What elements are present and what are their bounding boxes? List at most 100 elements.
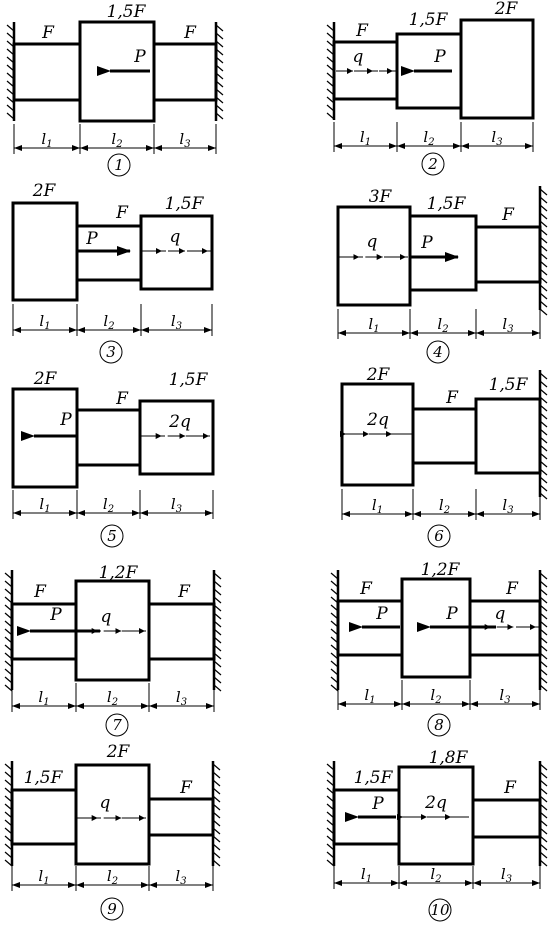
- area-label: 1,8F: [429, 748, 469, 768]
- load-label: 2q: [424, 793, 447, 813]
- bar-segment: [10, 788, 78, 846]
- bar-segment: [474, 225, 542, 284]
- bar-segment: [397, 765, 475, 866]
- scheme-number: 5: [107, 527, 117, 545]
- bar-segment: [474, 397, 542, 475]
- bar-segment: [336, 205, 412, 307]
- area-label: F: [503, 778, 517, 798]
- area-label: 1,5F: [24, 768, 64, 788]
- bar-segment: [471, 798, 542, 839]
- force-label: P: [133, 47, 146, 67]
- load-label: q: [495, 604, 506, 624]
- scheme-number-circle: [107, 153, 131, 177]
- scheme-number-circle: [427, 713, 451, 737]
- length-label: l3: [502, 315, 513, 335]
- area-label: 2F: [494, 0, 519, 19]
- force-label: P: [420, 233, 433, 253]
- area-label: F: [115, 203, 129, 223]
- scheme-number: 6: [434, 527, 444, 545]
- force-label: P: [49, 605, 62, 625]
- area-label: 3F: [369, 187, 393, 207]
- area-label: 1,5F: [354, 768, 394, 788]
- load-label: 2q: [366, 410, 389, 430]
- area-label: 2F: [106, 742, 131, 762]
- bar-segment: [74, 763, 151, 866]
- scheme-number-circle: [99, 340, 123, 364]
- scheme-number: 9: [107, 900, 117, 918]
- length-label: l2: [103, 495, 114, 515]
- length-label: l3: [179, 130, 190, 150]
- length-label: l3: [499, 686, 510, 706]
- load-label: q: [353, 47, 364, 67]
- area-label: F: [355, 21, 369, 41]
- length-label: l3: [491, 128, 502, 148]
- force-label: P: [433, 47, 446, 67]
- load-label: 2q: [168, 412, 191, 432]
- length-label: l1: [360, 128, 371, 148]
- bar-segment: [147, 602, 216, 661]
- scheme-number-circle: [100, 524, 124, 548]
- area-label: 1,2F: [99, 563, 139, 583]
- length-label: l1: [364, 686, 375, 706]
- force-label: P: [445, 604, 458, 624]
- length-label: l1: [39, 312, 50, 332]
- bar-segment: [408, 214, 478, 292]
- area-label: F: [179, 778, 193, 798]
- length-label: l3: [171, 495, 182, 515]
- length-label: l3: [171, 312, 182, 332]
- scheme-number: 8: [434, 716, 444, 734]
- bar-segment: [411, 407, 478, 465]
- area-label: 1,5F: [107, 2, 147, 22]
- area-label: F: [115, 389, 129, 409]
- scheme-number-circle: [426, 340, 450, 364]
- scheme-number-circle: [428, 898, 452, 922]
- length-label: l1: [38, 688, 49, 708]
- length-label: l2: [103, 312, 114, 332]
- area-label: 1,5F: [169, 370, 209, 390]
- bar-segment: [138, 399, 215, 476]
- area-label: 1,5F: [489, 375, 529, 395]
- area-label: 2F: [33, 369, 58, 389]
- area-label: 1,2F: [421, 560, 461, 580]
- load-label: q: [170, 227, 181, 247]
- scheme-number-circle: [427, 524, 451, 548]
- area-label: F: [501, 205, 515, 225]
- length-label: l1: [41, 130, 52, 150]
- length-label: l3: [502, 496, 513, 516]
- load-label: q: [367, 232, 378, 252]
- length-label: l1: [368, 315, 379, 335]
- force-label: P: [85, 229, 98, 249]
- length-label: l2: [430, 686, 441, 706]
- length-label: l3: [501, 865, 512, 885]
- area-label: 2F: [32, 181, 57, 201]
- scheme-number: 10: [430, 901, 450, 919]
- load-label: q: [101, 607, 112, 627]
- scheme-number: 3: [106, 343, 116, 361]
- scheme-number: 7: [112, 716, 122, 734]
- scheme-number-circle: [105, 713, 129, 737]
- length-label: l2: [439, 496, 450, 516]
- force-label: P: [371, 794, 384, 814]
- force-label: P: [59, 410, 72, 430]
- area-label: F: [177, 582, 191, 602]
- length-label: l3: [175, 867, 186, 887]
- scheme-number: 4: [432, 343, 443, 361]
- force-label: P: [375, 604, 388, 624]
- area-label: F: [445, 388, 459, 408]
- bar-segment: [152, 42, 218, 102]
- area-label: 1,5F: [427, 194, 467, 214]
- area-label: 1,5F: [165, 194, 205, 214]
- bar-segment: [11, 201, 79, 302]
- length-label: l2: [107, 867, 118, 887]
- area-label: F: [183, 23, 197, 43]
- length-label: l2: [111, 130, 122, 150]
